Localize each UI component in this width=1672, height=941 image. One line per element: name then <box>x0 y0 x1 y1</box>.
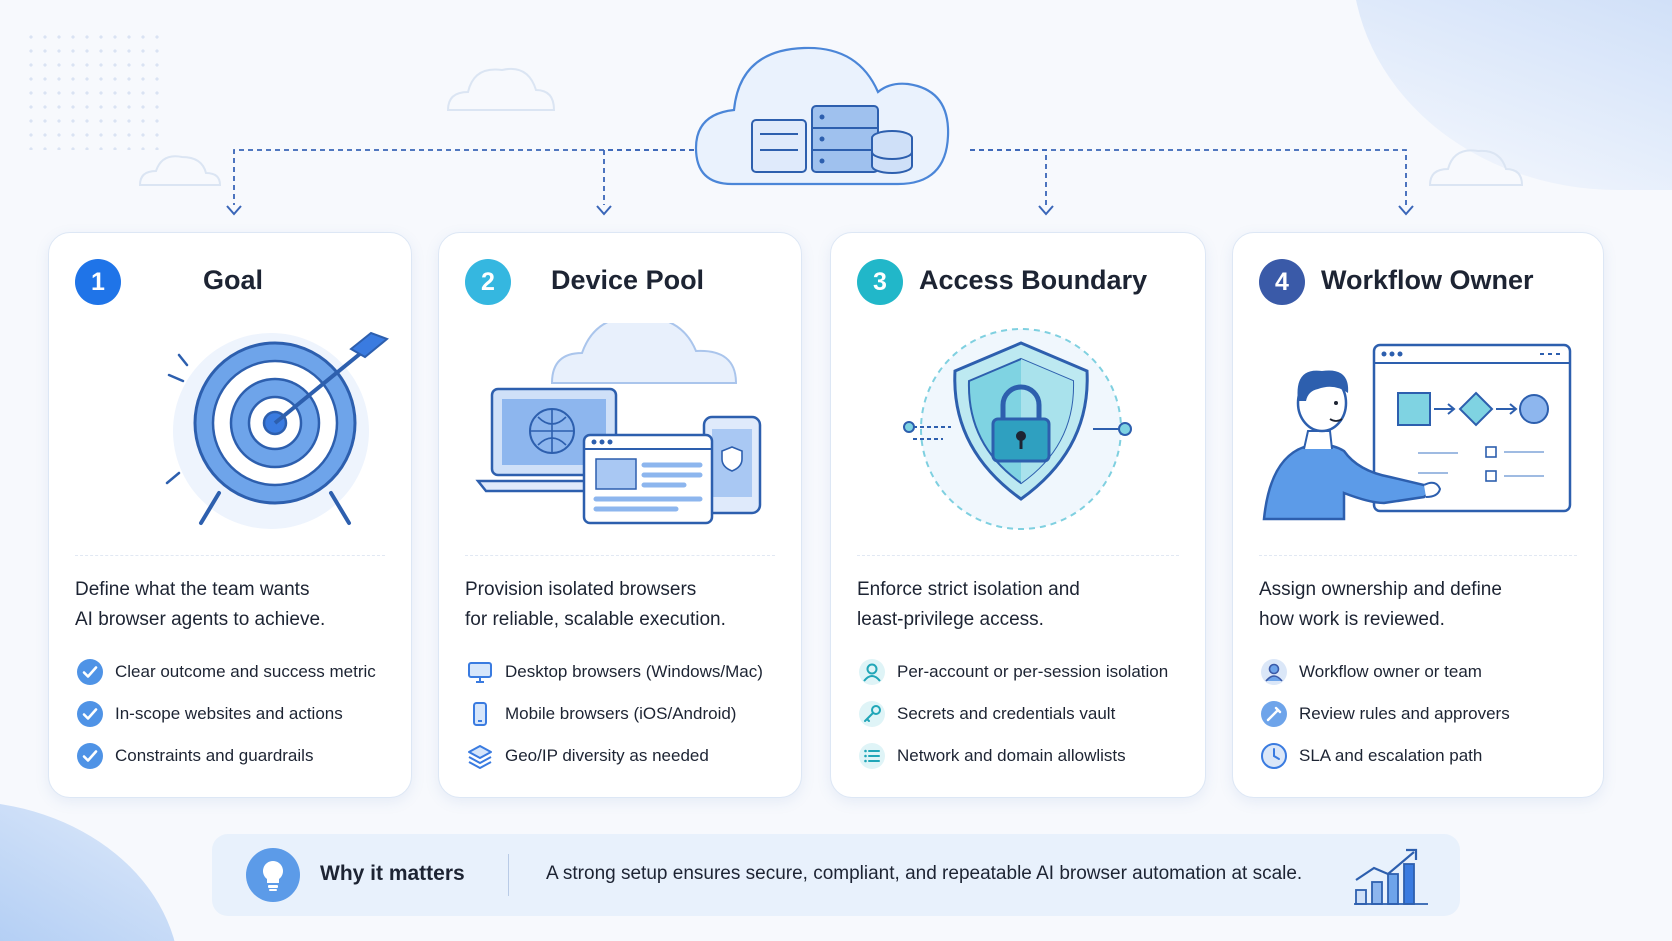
card-description-line: Provision isolated browsers <box>465 579 697 600</box>
card-access-boundary: 3 Access Boundary Enforce strict isolati… <box>830 232 1206 798</box>
workflow-person-icon <box>1262 343 1572 521</box>
background-cloud-icon <box>138 68 1524 186</box>
user-icon <box>857 657 887 687</box>
target-arrow-icon <box>165 331 389 529</box>
card-divider <box>465 555 775 556</box>
card-goal: 1 Goal Define what the team wants AI bro… <box>48 232 412 798</box>
connector-lines <box>233 149 1407 205</box>
list-item-label: Mobile browsers (iOS/Android) <box>505 704 737 723</box>
list-item: Constraints and guardrails <box>75 735 376 777</box>
card-title: Goal <box>203 265 264 295</box>
shield-lock-icon <box>903 328 1132 530</box>
list-item-label: Workflow owner or team <box>1299 662 1482 681</box>
card-description: Define what the team wants AI browser ag… <box>75 575 325 635</box>
step-number-badge: 4 <box>1259 259 1305 305</box>
growth-chart-icon <box>1354 848 1428 905</box>
card-description-line: for reliable, scalable execution. <box>465 609 726 630</box>
list-item-label: Per-account or per-session isolation <box>897 662 1169 681</box>
banner-divider <box>508 854 509 896</box>
step-number-badge: 2 <box>465 259 511 305</box>
pen-icon <box>1259 699 1289 729</box>
list-item: In-scope websites and actions <box>75 693 376 735</box>
card-description-line: how work is reviewed. <box>1259 609 1445 630</box>
list-item-label: Geo/IP diversity as needed <box>505 746 709 765</box>
list-icon <box>857 741 887 771</box>
list-item-label: Clear outcome and success metric <box>115 662 376 681</box>
card-description-line: Enforce strict isolation and <box>857 579 1080 600</box>
check-circle-icon <box>75 657 105 687</box>
list-item-label: Constraints and guardrails <box>115 746 314 765</box>
banner-title: Why it matters <box>320 862 465 885</box>
card-description: Assign ownership and define how work is … <box>1259 575 1502 635</box>
card-description-line: Assign ownership and define <box>1259 579 1502 600</box>
card-divider <box>1259 555 1577 556</box>
step-number-badge: 1 <box>75 259 121 305</box>
list-item-label: In-scope websites and actions <box>115 704 343 723</box>
card-device-pool: 2 Device Pool Provision isolated browser… <box>438 232 802 798</box>
background-dots <box>24 30 164 150</box>
list-item-label: Secrets and credentials vault <box>897 704 1116 723</box>
connector-arrowheads <box>226 205 1414 216</box>
card-workflow-owner: 4 Workflow Owner Assign ownership and de… <box>1232 232 1604 798</box>
clock-icon <box>1259 741 1289 771</box>
card-description: Provision isolated browsers for reliable… <box>465 575 726 635</box>
list-item-label: Desktop browsers (Windows/Mac) <box>505 662 763 681</box>
list-item: Mobile browsers (iOS/Android) <box>465 693 763 735</box>
mobile-icon <box>465 699 495 729</box>
card-divider <box>857 555 1179 556</box>
step-number-badge: 3 <box>857 259 903 305</box>
list-item: Review rules and approvers <box>1259 693 1510 735</box>
check-circle-icon <box>75 741 105 771</box>
card-item-list: Desktop browsers (Windows/Mac) Mobile br… <box>465 651 763 777</box>
card-item-list: Per-account or per-session isolation Sec… <box>857 651 1168 777</box>
list-item-label: SLA and escalation path <box>1299 746 1483 765</box>
card-title: Access Boundary <box>919 265 1148 295</box>
banner-text: A strong setup ensures secure, compliant… <box>546 863 1303 884</box>
card-description-line: AI browser agents to achieve. <box>75 609 326 630</box>
list-item: Clear outcome and success metric <box>75 651 376 693</box>
layers-icon <box>465 741 495 771</box>
list-item: Network and domain allowlists <box>857 735 1168 777</box>
card-title: Device Pool <box>551 265 705 295</box>
card-description-line: Define what the team wants <box>75 579 310 600</box>
list-item: SLA and escalation path <box>1259 735 1510 777</box>
list-item-label: Network and domain allowlists <box>897 746 1126 765</box>
why-it-matters-banner: Why it matters A strong setup ensures se… <box>212 834 1460 916</box>
devices-icon <box>475 323 762 525</box>
desktop-icon <box>465 657 495 687</box>
user-icon <box>1259 657 1289 687</box>
list-item-label: Review rules and approvers <box>1299 704 1510 723</box>
list-item: Per-account or per-session isolation <box>857 651 1168 693</box>
card-divider <box>75 555 385 556</box>
lightbulb-icon <box>246 848 300 902</box>
list-item: Desktop browsers (Windows/Mac) <box>465 651 763 693</box>
key-icon <box>857 699 887 729</box>
cloud-server-icon <box>694 46 950 186</box>
card-description-line: least-privilege access. <box>857 609 1044 630</box>
card-item-list: Clear outcome and success metric In-scop… <box>75 651 376 777</box>
list-item: Geo/IP diversity as needed <box>465 735 763 777</box>
card-item-list: Workflow owner or team Review rules and … <box>1259 651 1510 777</box>
check-circle-icon <box>75 699 105 729</box>
list-item: Workflow owner or team <box>1259 651 1510 693</box>
card-title: Workflow Owner <box>1321 265 1534 295</box>
list-item: Secrets and credentials vault <box>857 693 1168 735</box>
card-description: Enforce strict isolation and least-privi… <box>857 575 1080 635</box>
